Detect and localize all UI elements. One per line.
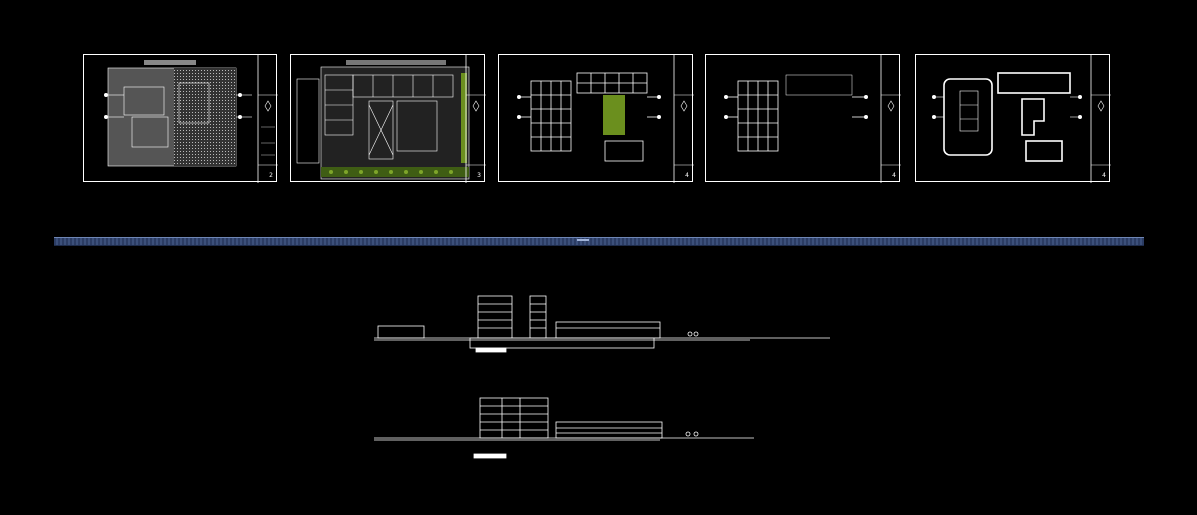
layout-sheet-2[interactable]: 3	[290, 54, 486, 183]
sheet-number: 4	[892, 172, 896, 179]
layout-sheet-4[interactable]: 4	[705, 54, 901, 183]
building-section-a	[374, 295, 830, 353]
sheet-number: 4	[685, 172, 689, 179]
divider-grip-handle[interactable]	[577, 239, 589, 241]
layout-sheet-3[interactable]: 4	[498, 54, 694, 183]
building-section-b	[374, 397, 754, 459]
layout-sheet-5[interactable]: 4	[915, 54, 1111, 183]
site-plan-drawing	[104, 55, 278, 183]
upper-floor-plan-drawing	[517, 55, 694, 183]
layout-sheet-1[interactable]: 2	[83, 54, 278, 183]
typical-floor-plan-drawing	[724, 55, 901, 183]
roof-plan-drawing	[932, 55, 1111, 183]
sheet-number: 2	[269, 172, 273, 179]
sheet-number: 3	[477, 172, 481, 179]
sheet-number: 4	[1102, 172, 1106, 179]
viewport-divider[interactable]	[54, 237, 1144, 246]
ground-floor-plan-drawing	[296, 55, 486, 183]
